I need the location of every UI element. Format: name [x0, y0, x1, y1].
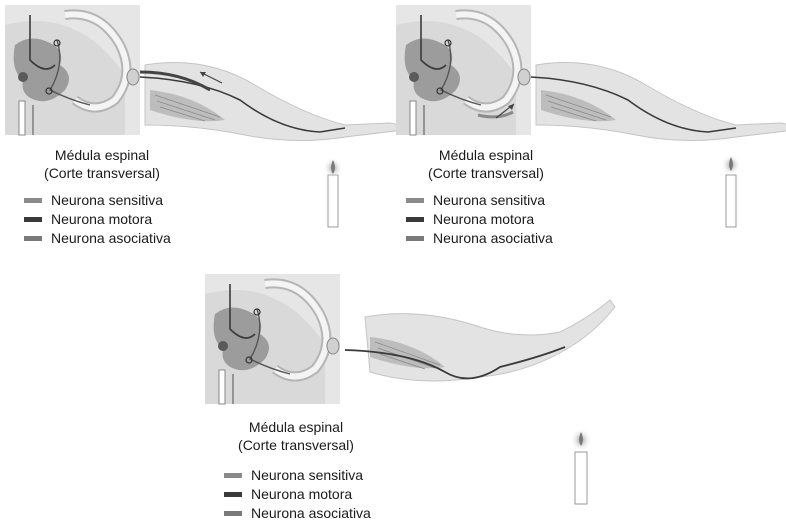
- legend-swatch-motora: [224, 492, 242, 497]
- legend: Neurona sensitiva Neurona motora Neurona…: [24, 191, 171, 248]
- legend-label: Neurona motora: [251, 485, 352, 504]
- legend-swatch-asociativa: [224, 511, 242, 516]
- legend-item-motora: Neurona motora: [406, 210, 553, 229]
- legend-item-sensitiva: Neurona sensitiva: [24, 191, 171, 210]
- legend-label: Neurona motora: [433, 210, 534, 229]
- legend-swatch-sensitiva: [24, 198, 42, 203]
- legend: Neurona sensitiva Neurona motora Neurona…: [224, 466, 371, 523]
- caption-title: Médula espinal: [22, 146, 182, 164]
- legend-label: Neurona asociativa: [51, 229, 171, 248]
- legend-swatch-asociativa: [24, 236, 42, 241]
- caption-subtitle: (Corte transversal): [22, 164, 182, 182]
- legend-item-sensitiva: Neurona sensitiva: [224, 466, 371, 485]
- legend-item-asociativa: Neurona asociativa: [224, 504, 371, 523]
- reflex-panel-3: Médula espinal (Corte transversal) Neuro…: [200, 262, 600, 522]
- legend-label: Neurona asociativa: [251, 504, 371, 523]
- legend-item-motora: Neurona motora: [224, 485, 371, 504]
- legend-item-sensitiva: Neurona sensitiva: [406, 191, 553, 210]
- caption-title: Médula espinal: [216, 418, 376, 436]
- legend-swatch-motora: [24, 217, 42, 222]
- legend-label: Neurona sensitiva: [433, 191, 545, 210]
- spinal-cord-caption: Médula espinal (Corte transversal): [22, 146, 182, 182]
- legend-item-asociativa: Neurona asociativa: [406, 229, 553, 248]
- spinal-cord-caption: Médula espinal (Corte transversal): [406, 146, 566, 182]
- legend-swatch-sensitiva: [406, 198, 424, 203]
- caption-title: Médula espinal: [406, 146, 566, 164]
- reflex-panel-2: Médula espinal (Corte transversal) Neuro…: [388, 0, 786, 260]
- spinal-cord-caption: Médula espinal (Corte transversal): [216, 418, 376, 454]
- reflex-panel-1: Médula espinal (Corte transversal) Neuro…: [0, 0, 400, 260]
- legend-label: Neurona motora: [51, 210, 152, 229]
- legend-swatch-asociativa: [406, 236, 424, 241]
- legend-swatch-sensitiva: [224, 473, 242, 478]
- legend-item-motora: Neurona motora: [24, 210, 171, 229]
- caption-subtitle: (Corte transversal): [406, 164, 566, 182]
- legend: Neurona sensitiva Neurona motora Neurona…: [406, 191, 553, 248]
- legend-item-asociativa: Neurona asociativa: [24, 229, 171, 248]
- legend-swatch-motora: [406, 217, 424, 222]
- legend-label: Neurona asociativa: [433, 229, 553, 248]
- caption-subtitle: (Corte transversal): [216, 436, 376, 454]
- legend-label: Neurona sensitiva: [251, 466, 363, 485]
- legend-label: Neurona sensitiva: [51, 191, 163, 210]
